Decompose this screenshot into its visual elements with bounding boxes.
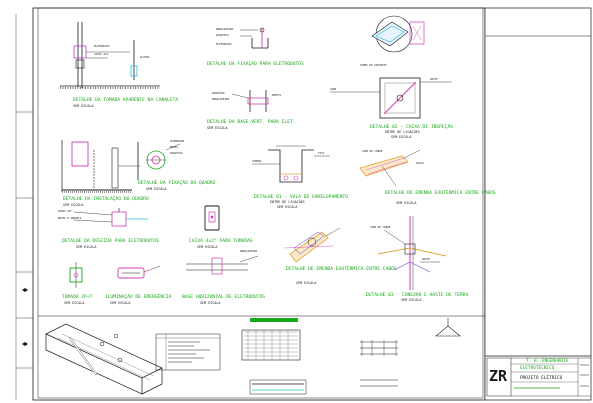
- detail-title: DETALHE 01 - VALA DE ENVELOPAMENTO: [254, 194, 348, 200]
- detail-title: TOMADA 2P+T: [62, 294, 93, 300]
- svg-text:ABRAÇADEIRA: ABRAÇADEIRA: [212, 97, 230, 101]
- detail-title: DETALHE DA FIXAÇÃO DO QUADRO: [138, 179, 216, 186]
- svg-text:PARAFUSO: PARAFUSO: [170, 151, 183, 155]
- svg-text:ABRAÇADEIRA: ABRAÇADEIRA: [240, 249, 258, 253]
- svg-text:ELETRODUTO: ELETRODUTO: [216, 42, 232, 46]
- svg-text:SOLDA: SOLDA: [416, 161, 424, 165]
- svg-text:PERFIL: PERFIL: [272, 93, 282, 97]
- profile-drawings: [360, 318, 461, 387]
- drawing-frame: [37, 7, 484, 399]
- detail-title: CAIXA 4x2" PARA TOMADAS: [189, 238, 253, 244]
- detail-scale: SEM ESCALA: [207, 126, 227, 130]
- detail-title: DETALHE DE EMENDA EXOTÉRMICA ENTRE CABOS: [385, 188, 496, 196]
- svg-text:ELETRODUTO: ELETRODUTO: [94, 44, 110, 48]
- company-logo: ZR: [489, 367, 508, 385]
- detail-descida-eletrodutos: CURVA 90° BUCHA E ARRUELA DETALHE DA DES…: [58, 208, 159, 249]
- detail-title: DETALHE DA DESCIDA PARA ELETRODUTOS: [62, 238, 159, 244]
- detail-title: DETALHE 03 - CONEXÃO E HASTE DE TERRA: [366, 291, 469, 298]
- detail-emenda-exotermica-2: DETALHE DE EMENDA EXOTÉRMICA ENTRE CABOS…: [283, 227, 397, 285]
- detail-scale: SEM ESCALA: [76, 245, 96, 249]
- detail-iluminacao-emergencia: ILUMINAÇÃO DE EMERGÊNCIA SEM ESCALA: [105, 265, 172, 305]
- svg-text:ALTURA: ALTURA: [140, 55, 150, 59]
- detail-title: DETALHE DA TOMADA APARENTE NA CANALETA: [73, 97, 178, 103]
- detail-scale: SEM ESCALA: [110, 301, 130, 305]
- detail-title: DETALHE DE EMENDA EXOTÉRMICA ENTRE CABOS: [286, 264, 397, 272]
- detail-title: DETALHE 02 - CAIXA DE INSPEÇÃO: [370, 123, 453, 130]
- detail-scale: SEM ESCALA: [73, 104, 93, 108]
- svg-text:CAIXA 4x2: CAIXA 4x2: [94, 52, 108, 56]
- svg-text:FITA: FITA: [318, 151, 325, 155]
- detail-title: DETALHE DA FIXAÇÃO PARA ELETRODUTOS: [207, 60, 304, 67]
- svg-text:CHUMBADOR: CHUMBADOR: [170, 139, 184, 143]
- detail-emenda-exotermica-1: CABO DE COBRE SOLDA DETALHE DE EMENDA EX…: [359, 149, 496, 205]
- detail-caixa-inspecao: TAMPA DE CONCRETO CABO HASTE DETALHE 02 …: [330, 15, 453, 139]
- detail-base-vertical: PARAFUSO ABRAÇADEIRA PERFIL DETALHE DA B…: [207, 90, 296, 130]
- detail-haste-terra: CABO DE COBRE HASTE DETALHE 03 - CONEXÃO…: [366, 216, 469, 302]
- detail-extra: ENTRE DE LIGAÇÕES: [385, 129, 420, 134]
- svg-text:HASTE: HASTE: [430, 77, 438, 81]
- detail-scale: SEM ESCALA: [277, 205, 297, 209]
- detail-scale: SEM ESCALA: [64, 301, 84, 305]
- svg-text:PARAFUSO: PARAFUSO: [216, 33, 229, 37]
- hatched-panel: [241, 318, 307, 395]
- svg-text:PARAFUSO: PARAFUSO: [212, 91, 225, 95]
- company-name: T. H. ENGENHARIA: [526, 358, 569, 364]
- detail-caixa-4x2: CAIXA 4x2" PARA TOMADAS SEM ESCALA: [189, 205, 253, 249]
- detail-scale: SEM ESCALA: [396, 201, 416, 205]
- margin-marks: [15, 14, 33, 400]
- svg-text:ABRAÇADEIRA: ABRAÇADEIRA: [216, 27, 234, 31]
- detail-scale: SEM ESCALA: [146, 187, 166, 191]
- detail-instalacao-quadro: DETALHE DA INSTALAÇÃO DO QUADRO SEM ESCA…: [61, 140, 149, 207]
- detail-scale: SEM ESCALA: [200, 301, 220, 305]
- detail-fixacao-eletrodutos: ABRAÇADEIRA PARAFUSO ELETRODUTO DETALHE …: [207, 27, 304, 67]
- detail-title: DETALHE DA INSTALAÇÃO DO QUADRO: [63, 195, 149, 202]
- detail-title: DETALHE DA BASE VERT. PARA ELET.: [207, 119, 296, 125]
- svg-text:BUCHA: BUCHA: [170, 145, 178, 149]
- company-address: ELETROTÉCNICO: [520, 363, 555, 371]
- right-panel: [484, 7, 592, 401]
- detail-extra: ENTRE DE LIGAÇÕES: [270, 199, 305, 204]
- detail-tomada-2pt: TOMADA 2P+T SEM ESCALA: [62, 262, 93, 305]
- svg-text:CABO: CABO: [330, 87, 337, 91]
- detail-tomada-aparente: ELETRODUTO CAIXA 4x2 ALTURA DETALHE DA T…: [60, 22, 178, 108]
- svg-text:ATERRO: ATERRO: [252, 159, 262, 163]
- svg-text:CABO DE COBRE: CABO DE COBRE: [362, 149, 383, 153]
- svg-text:HASTE: HASTE: [422, 257, 430, 261]
- project-name: PROJETO ELÉTRICO: [520, 373, 563, 381]
- detail-scale: SEM ESCALA: [391, 135, 411, 139]
- detail-scale: SEM ESCALA: [401, 298, 421, 302]
- svg-text:CURVA 90°: CURVA 90°: [58, 209, 72, 213]
- detail-title: BASE HORIZONTAL DE ELETRODUTOS: [182, 294, 265, 300]
- svg-text:CABO DE COBRE: CABO DE COBRE: [370, 225, 391, 229]
- detail-base-horizontal: ABRAÇADEIRA BASE HORIZONTAL DE ELETRODUT…: [182, 249, 265, 305]
- detail-scale: SEM ESCALA: [296, 281, 316, 285]
- legend-table: [155, 333, 221, 371]
- detail-scale: SEM ESCALA: [63, 203, 83, 207]
- cable-tray-drawing: [45, 323, 163, 395]
- title-block: ZR T. H. ENGENHARIA ELETROTÉCNICO PROJET…: [486, 357, 591, 397]
- svg-text:BUCHA E ARRUELA: BUCHA E ARRUELA: [58, 216, 82, 220]
- detail-vala-envelopamento: ATERRO FITA DETALHE 01 - VALA DE ENVELOP…: [252, 145, 348, 209]
- detail-fixacao-quadro: CHUMBADOR BUCHA PARAFUSO DETALHE DA FIXA…: [137, 139, 216, 191]
- detail-scale: SEM ESCALA: [197, 245, 217, 249]
- svg-text:TAMPA DE CONCRETO: TAMPA DE CONCRETO: [360, 63, 387, 67]
- detail-title: ILUMINAÇÃO DE EMERGÊNCIA: [105, 292, 172, 300]
